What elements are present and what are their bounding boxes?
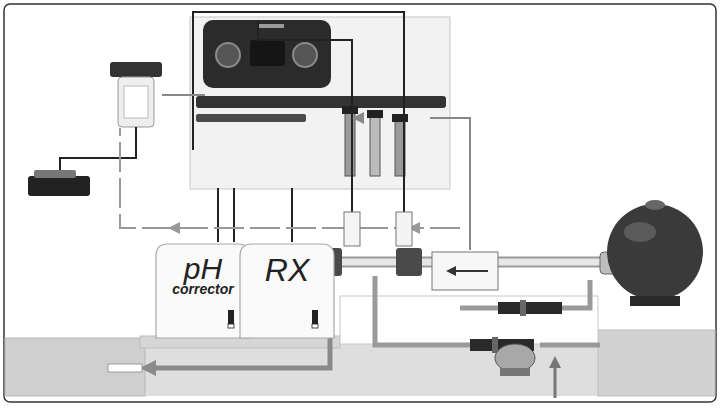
valve (520, 300, 526, 316)
probe-holder (345, 112, 355, 176)
probe-cap (367, 110, 383, 118)
chemical-tank: pHcorrector (156, 242, 250, 338)
tank-body (240, 244, 334, 338)
controller-panel (190, 17, 450, 189)
valve (492, 337, 498, 353)
frame (4, 4, 716, 402)
controller-unit (203, 20, 331, 88)
pipe-fitting (396, 248, 422, 276)
suction-pipe (540, 343, 600, 348)
flow-arrow (452, 270, 488, 272)
pool-deck (5, 338, 145, 396)
tank-sublabel: corrector (156, 282, 250, 296)
arrowhead (549, 356, 561, 368)
filter-lid (645, 200, 665, 210)
dosing-tube (217, 188, 219, 242)
probe-housing (344, 212, 360, 246)
sample-tube (60, 127, 136, 170)
probe-tip (312, 324, 318, 328)
sample-line (162, 94, 205, 96)
arrowhead (352, 112, 364, 124)
probe-cap (342, 106, 358, 114)
filter-bowl (118, 77, 154, 127)
flow-switch (28, 176, 90, 196)
dial (216, 43, 240, 67)
signal-cable (193, 12, 404, 212)
filter-head (110, 62, 162, 77)
tank-label: RX (240, 254, 334, 286)
flow-switch-top (34, 170, 76, 178)
dial (293, 43, 317, 67)
dosing-tube (233, 188, 235, 242)
filter-cartridge (124, 86, 148, 118)
tank-body (156, 244, 250, 338)
signal-cable (258, 20, 352, 212)
arrowhead (168, 222, 180, 234)
sand-filter (607, 204, 703, 300)
filter-highlight (624, 222, 656, 242)
probe-cap (392, 114, 408, 122)
machine-room-floor (598, 330, 715, 396)
brand-plate (258, 24, 284, 28)
probe-housing (396, 212, 412, 246)
dosing-tube (291, 188, 293, 242)
return-line (430, 118, 470, 250)
pump-base (500, 368, 530, 376)
valve-set (498, 302, 562, 314)
probe-tip (228, 324, 234, 328)
mount-bar (196, 114, 306, 122)
chemical-tank: RX (240, 242, 334, 338)
pipe-trench (340, 296, 598, 344)
mount-bar (196, 96, 446, 108)
tank-label: pH (156, 254, 250, 284)
pump (495, 344, 535, 372)
filter-base (630, 296, 680, 306)
inlet-nozzle (108, 364, 142, 372)
probe-holder (370, 116, 380, 176)
arrowhead (446, 266, 456, 276)
heat-exchanger (432, 252, 498, 290)
display (250, 40, 285, 66)
